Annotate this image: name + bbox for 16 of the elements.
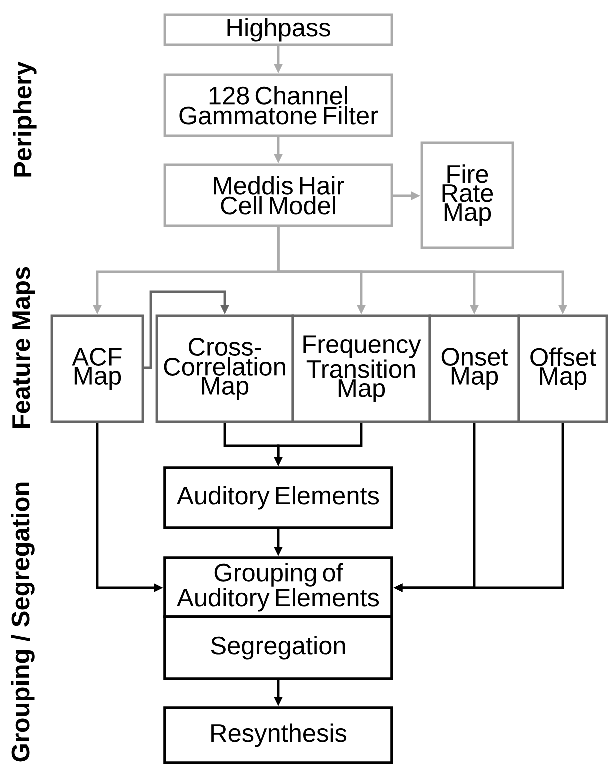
process-box: Offset Map (518, 314, 608, 424)
process-box: Segregation (164, 616, 394, 680)
section-label: Periphery (13, 62, 37, 177)
arrow (144, 290, 230, 370)
process-box: ACF Map (50, 314, 144, 424)
process-box: Frequency Transition Map (292, 314, 432, 424)
process-box: Resynthesis (164, 706, 394, 764)
process-box: Onset Map (428, 314, 520, 424)
section-label: Grouping / Segregation (11, 482, 35, 762)
process-box: Cross-Correlation Map (156, 314, 294, 424)
process-box: Meddis Hair Cell Model (164, 164, 394, 228)
process-box: Fire Rate Map (420, 142, 514, 250)
process-box: Grouping of Auditory Elements (164, 556, 394, 618)
process-box: Auditory Elements (164, 466, 394, 530)
process-box: Highpass (164, 14, 394, 46)
process-box: 128 Channel Gammatone Filter (164, 74, 394, 138)
